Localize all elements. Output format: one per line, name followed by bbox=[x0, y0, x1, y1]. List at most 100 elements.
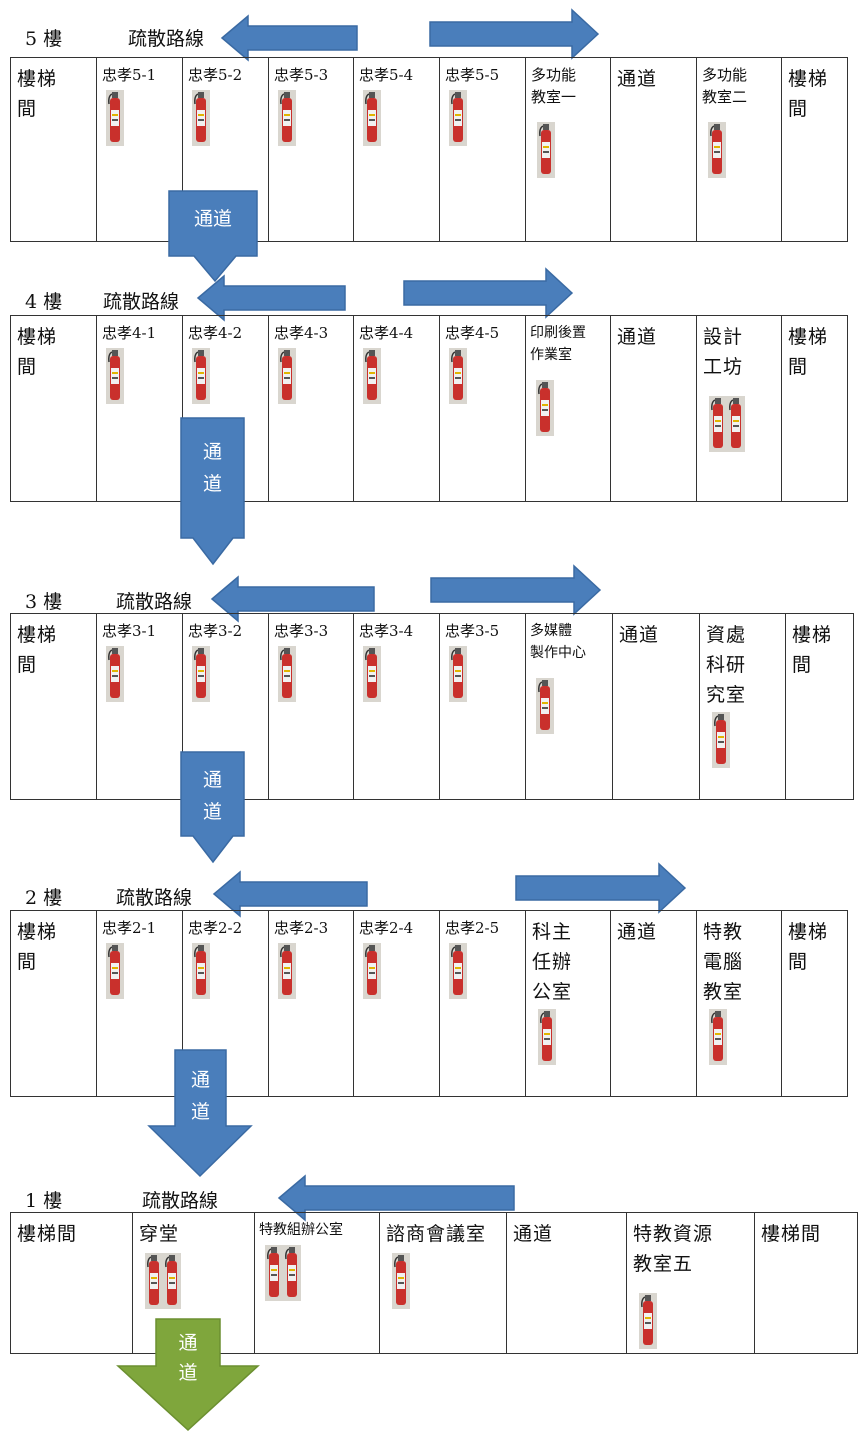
passage-label-4f-text: 通道 bbox=[202, 441, 222, 495]
room-cell: 特教資源 教室五 bbox=[626, 1212, 755, 1354]
fire-extinguisher-icon bbox=[363, 90, 381, 146]
extinguisher-group bbox=[702, 122, 777, 178]
extinguisher-group bbox=[359, 646, 435, 702]
fire-extinguisher-icon bbox=[278, 348, 296, 404]
fire-extinguisher-icon bbox=[449, 348, 467, 404]
room-label: 忠孝3-2 bbox=[188, 622, 243, 640]
room-cell: 忠孝2-5 bbox=[439, 910, 526, 1097]
room-cell: 樓梯 間 bbox=[781, 910, 848, 1097]
room-label: 通道 bbox=[617, 68, 658, 90]
extinguisher-group bbox=[445, 90, 521, 146]
room-label: 樓梯間 bbox=[761, 1223, 822, 1245]
passage-label-4f: 通道 bbox=[181, 436, 244, 500]
floor-3-label: 3 樓 bbox=[25, 591, 63, 613]
extinguisher-group bbox=[274, 646, 349, 702]
extinguisher-group bbox=[532, 1009, 606, 1065]
fire-extinguisher-icon bbox=[449, 90, 467, 146]
fire-extinguisher-icon bbox=[709, 396, 727, 452]
room-label: 忠孝5-5 bbox=[445, 66, 500, 84]
room-label: 資處 科研 究室 bbox=[706, 624, 747, 706]
fire-extinguisher-icon bbox=[192, 646, 210, 702]
room-label: 樓梯 間 bbox=[788, 921, 829, 973]
room-cell: 樓梯 間 bbox=[781, 57, 848, 242]
fire-extinguisher-icon bbox=[278, 90, 296, 146]
room-cell: 諮商會議室 bbox=[379, 1212, 507, 1354]
room-cell: 通道 bbox=[610, 315, 697, 502]
floor-1-plan: 樓梯間穿堂特教組辦公室諮商會議室通道特教資源 教室五樓梯間 bbox=[10, 1212, 858, 1354]
room-cell: 印刷後置 作業室 bbox=[525, 315, 611, 502]
room-label: 樓梯 間 bbox=[17, 624, 58, 676]
room-cell: 忠孝4-3 bbox=[268, 315, 354, 502]
room-label: 忠孝4-4 bbox=[359, 324, 414, 342]
extinguisher-group bbox=[633, 1293, 750, 1349]
extinguisher-group bbox=[530, 678, 608, 734]
room-cell: 通道 bbox=[610, 910, 697, 1097]
room-cell: 樓梯 間 bbox=[10, 613, 97, 800]
room-cell: 特教 電腦 教室 bbox=[696, 910, 782, 1097]
extinguisher-group bbox=[274, 348, 349, 404]
extinguisher-group bbox=[386, 1253, 502, 1309]
room-label: 忠孝5-2 bbox=[188, 66, 243, 84]
room-label: 忠孝2-2 bbox=[188, 919, 243, 937]
room-cell: 忠孝4-5 bbox=[439, 315, 526, 502]
room-label: 忠孝4-1 bbox=[102, 324, 157, 342]
fire-extinguisher-icon bbox=[363, 348, 381, 404]
fire-extinguisher-icon bbox=[106, 348, 124, 404]
fire-extinguisher-icon bbox=[192, 90, 210, 146]
room-cell: 樓梯 間 bbox=[10, 910, 97, 1097]
room-label: 多功能 教室一 bbox=[531, 66, 577, 106]
fire-extinguisher-icon bbox=[278, 646, 296, 702]
passage-label-3f-text: 通道 bbox=[202, 769, 222, 823]
fire-extinguisher-icon bbox=[265, 1245, 283, 1301]
room-label: 忠孝4-5 bbox=[445, 324, 500, 342]
extinguisher-group bbox=[359, 348, 435, 404]
extinguisher-group bbox=[188, 646, 264, 702]
exit-passage-label-text: 通道 bbox=[178, 1332, 198, 1384]
fire-extinguisher-icon bbox=[283, 1245, 301, 1301]
fire-extinguisher-icon bbox=[192, 943, 210, 999]
room-label: 通道 bbox=[513, 1223, 554, 1245]
room-cell: 科主 任辦 公室 bbox=[525, 910, 611, 1097]
room-cell: 多媒體 製作中心 bbox=[525, 613, 613, 800]
room-label: 通道 bbox=[617, 326, 658, 348]
extinguisher-group bbox=[139, 1253, 250, 1309]
room-label: 諮商會議室 bbox=[386, 1223, 487, 1245]
floor-4-label: 4 樓 bbox=[25, 291, 63, 313]
room-cell: 忠孝3-4 bbox=[353, 613, 440, 800]
extinguisher-group bbox=[706, 712, 781, 768]
fire-extinguisher-icon bbox=[449, 646, 467, 702]
fire-extinguisher-icon bbox=[538, 1009, 556, 1065]
fire-extinguisher-icon bbox=[106, 943, 124, 999]
room-label: 通道 bbox=[617, 921, 658, 943]
extinguisher-group bbox=[274, 943, 349, 999]
room-cell: 通道 bbox=[610, 57, 697, 242]
fire-extinguisher-icon bbox=[709, 1009, 727, 1065]
fire-extinguisher-icon bbox=[536, 380, 554, 436]
room-label: 忠孝2-1 bbox=[102, 919, 157, 937]
extinguisher-group bbox=[531, 122, 606, 178]
room-cell: 樓梯間 bbox=[754, 1212, 858, 1354]
exit-passage-label: 通道 bbox=[156, 1328, 220, 1388]
room-label: 忠孝5-3 bbox=[274, 66, 329, 84]
extinguisher-group bbox=[445, 943, 521, 999]
extinguisher-group bbox=[703, 396, 777, 452]
room-cell: 忠孝4-1 bbox=[96, 315, 183, 502]
room-label: 樓梯 間 bbox=[788, 326, 829, 378]
room-cell: 忠孝4-4 bbox=[353, 315, 440, 502]
room-cell: 樓梯 間 bbox=[10, 57, 97, 242]
floor-1-route-label: 疏散路線 bbox=[142, 1190, 219, 1212]
passage-label-3f: 通道 bbox=[181, 764, 244, 828]
fire-extinguisher-icon bbox=[639, 1293, 657, 1349]
room-label: 特教 電腦 教室 bbox=[703, 921, 744, 1003]
room-cell: 樓梯 間 bbox=[785, 613, 854, 800]
fire-extinguisher-icon bbox=[363, 943, 381, 999]
room-label: 樓梯 間 bbox=[17, 68, 58, 120]
room-cell: 通道 bbox=[506, 1212, 627, 1354]
extinguisher-group bbox=[102, 646, 178, 702]
